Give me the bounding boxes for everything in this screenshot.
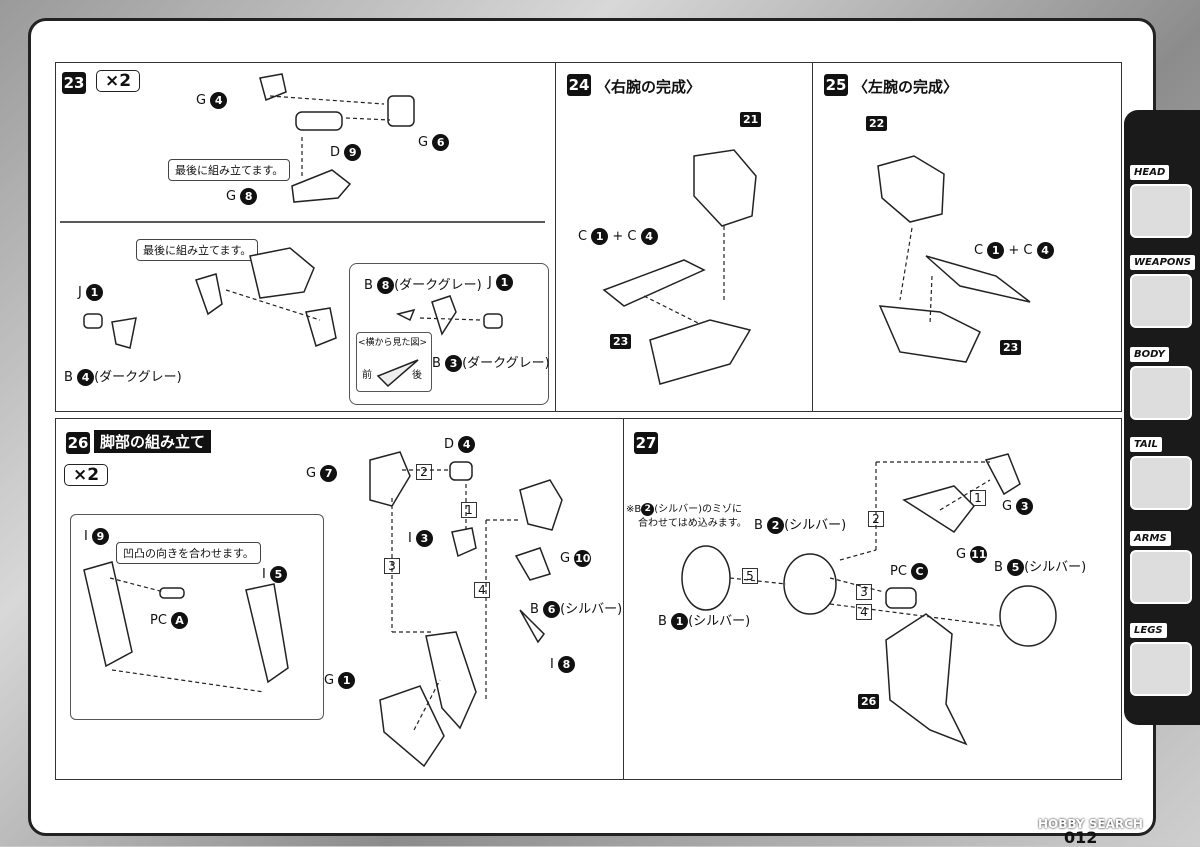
sidebar-item-arms[interactable]: ARMS bbox=[1130, 526, 1200, 604]
part-pca-label: PC A bbox=[150, 612, 189, 629]
part-i5-label: I 5 bbox=[262, 566, 287, 583]
front-label: 前 bbox=[362, 370, 372, 381]
note-assemble-last-2: 最後に組み立てます。 bbox=[136, 239, 259, 261]
sidebar-item-label: HEAD bbox=[1130, 165, 1170, 180]
back-label: 後 bbox=[412, 370, 422, 381]
part-i3-label: I 3 bbox=[408, 530, 433, 547]
step-27-tag-26: 26 bbox=[858, 694, 880, 709]
step-25-number: 25 bbox=[824, 74, 848, 96]
step-24-tag-23: 23 bbox=[610, 334, 632, 349]
step-25-tag-22: 22 bbox=[866, 116, 888, 131]
body-icon bbox=[1130, 366, 1192, 420]
sidebar-item-label: BODY bbox=[1130, 347, 1169, 362]
sidebar-item-label: ARMS bbox=[1130, 531, 1171, 546]
sidebar-item-weapons[interactable]: WEAPONS bbox=[1130, 250, 1200, 328]
side-view-box bbox=[356, 332, 432, 392]
head-icon bbox=[1130, 184, 1192, 238]
sidebar-item-label: WEAPONS bbox=[1130, 255, 1196, 270]
page-number: 012 bbox=[1064, 828, 1098, 847]
part-g8-label: G 8 bbox=[226, 188, 258, 205]
part-pcc-label: PC C bbox=[890, 563, 929, 580]
part-i8-label: I 8 bbox=[550, 656, 575, 673]
weapons-icon bbox=[1130, 274, 1192, 328]
side-view-label: <横から見た図> bbox=[358, 338, 428, 348]
step-25-tag-23: 23 bbox=[1000, 340, 1022, 355]
part-b4-label: B 4(ダークグレー) bbox=[64, 369, 182, 386]
part-d9-label: D 9 bbox=[330, 144, 362, 161]
sidebar-item-label: TAIL bbox=[1130, 437, 1162, 452]
step-26-arrow-3: 3 bbox=[384, 558, 400, 574]
part-b6-label: B 6(シルバー) bbox=[530, 601, 623, 618]
part-g3-label: G 3 bbox=[1002, 498, 1034, 515]
step-26-arrow-2: 2 bbox=[416, 464, 432, 480]
step-26-title: 脚部の組み立て bbox=[94, 430, 212, 453]
step-23-number: 23 bbox=[62, 72, 86, 94]
part-g10-label: G 10 bbox=[560, 550, 592, 567]
part-g7-label: G 7 bbox=[306, 465, 338, 482]
tail-icon bbox=[1130, 456, 1192, 510]
step-27-arrow-1: 1 bbox=[970, 490, 986, 506]
step-24-number: 24 bbox=[567, 74, 591, 96]
step-23-multiplier: ×2 bbox=[96, 70, 141, 92]
part-g11-label: G 11 bbox=[956, 546, 988, 563]
sidebar-item-legs[interactable]: LEGS bbox=[1130, 618, 1200, 696]
step-27-number: 27 bbox=[634, 432, 658, 454]
part-j1-inset-label: J 1 bbox=[488, 274, 513, 291]
note-align-grooves: 凹凸の向きを合わせます。 bbox=[116, 542, 261, 564]
arms-icon bbox=[1130, 550, 1192, 604]
part-b5-label: B 5(シルバー) bbox=[994, 559, 1087, 576]
part-b1-label: B 1(シルバー) bbox=[658, 613, 751, 630]
sidebar-item-body[interactable]: BODY bbox=[1130, 342, 1200, 420]
part-i9-label: I 9 bbox=[84, 528, 109, 545]
step-27-arrow-3: 3 bbox=[856, 584, 872, 600]
part-c1-c4-label-25: C 1 + C 4 bbox=[974, 242, 1054, 259]
step-26-arrow-1: 1 bbox=[461, 502, 477, 518]
note-assemble-last: 最後に組み立てます。 bbox=[168, 159, 291, 181]
part-b3-label: B 3(ダークグレー) bbox=[432, 355, 550, 372]
legs-icon bbox=[1130, 642, 1192, 696]
sidebar-item-head[interactable]: HEAD bbox=[1130, 160, 1200, 238]
step-26-multiplier: ×2 bbox=[64, 464, 109, 486]
part-g1-label: G 1 bbox=[324, 672, 356, 689]
watermark: HOBBY SEARCH bbox=[1038, 817, 1143, 831]
sidebar-item-tail[interactable]: TAIL bbox=[1130, 432, 1200, 510]
step-25-title: 〈左腕の完成〉 bbox=[853, 78, 959, 96]
part-j1-label: J 1 bbox=[78, 284, 103, 301]
step-24-title: 〈右腕の完成〉 bbox=[596, 78, 702, 96]
sidebar-item-label: LEGS bbox=[1130, 623, 1167, 638]
step-24-tag-21: 21 bbox=[740, 112, 762, 127]
part-g6-label: G 6 bbox=[418, 134, 450, 151]
note-silver-groove-2: 合わせてはめ込みます。 bbox=[638, 518, 747, 529]
part-g4-label: G 4 bbox=[196, 92, 228, 109]
part-b2-label: B 2(シルバー) bbox=[754, 517, 847, 534]
part-b8-label: B 8(ダークグレー) bbox=[364, 277, 482, 294]
part-c1-c4-label-24: C 1 + C 4 bbox=[578, 228, 658, 245]
step-26-number: 26 bbox=[66, 432, 90, 454]
part-d4-label: D 4 bbox=[444, 436, 476, 453]
